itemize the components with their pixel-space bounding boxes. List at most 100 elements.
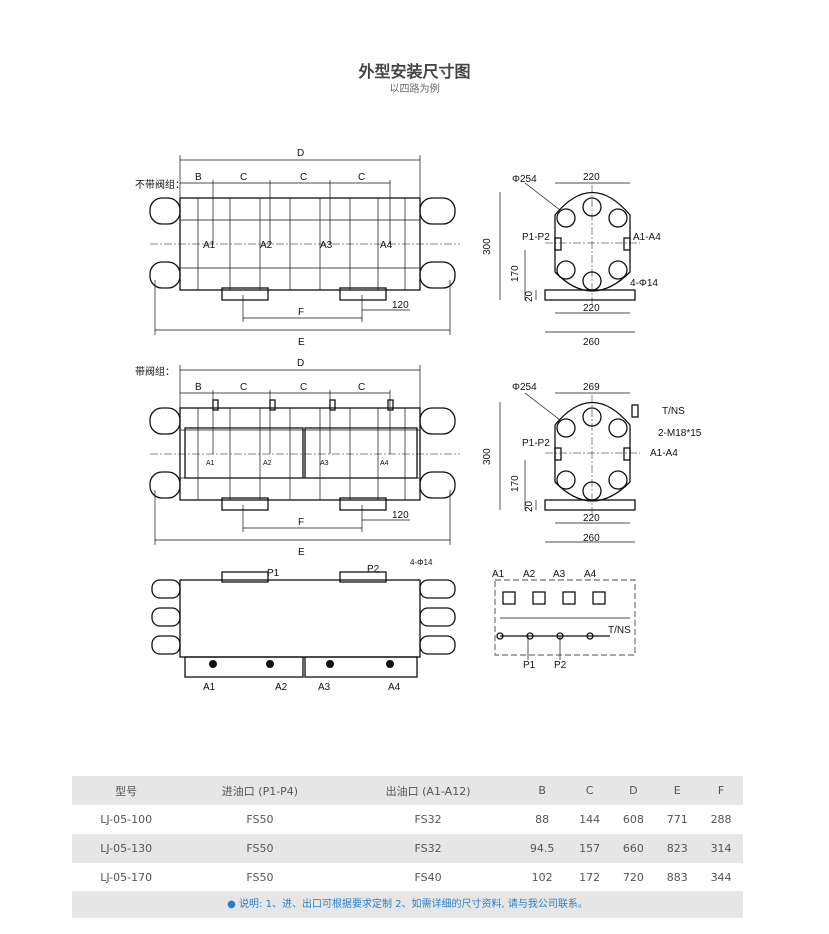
header-cell: E bbox=[655, 776, 700, 805]
dim-b: B bbox=[195, 382, 202, 393]
technical-drawing: 不带阀组： D B C C C F 120 E A1 A2 A3 A4 Φ254… bbox=[135, 148, 702, 693]
dim-c: C bbox=[300, 382, 307, 393]
cell: 823 bbox=[655, 834, 700, 863]
dim-c: C bbox=[240, 172, 247, 183]
port-label: A2 bbox=[260, 240, 273, 251]
cell: FS50 bbox=[246, 871, 274, 884]
header-cell: 进油口 (P1-P4) bbox=[180, 776, 340, 805]
dim-20: 20 bbox=[524, 290, 535, 302]
port-label: A4 bbox=[584, 569, 597, 580]
dim-170: 170 bbox=[510, 265, 521, 282]
port-label: P1 bbox=[267, 568, 280, 579]
view1-label: 不带阀组： bbox=[135, 178, 185, 191]
dim-170: 170 bbox=[510, 475, 521, 492]
p-ports-label: P1-P2 bbox=[522, 232, 550, 243]
port-label: P2 bbox=[367, 564, 380, 575]
port-label: A2 bbox=[523, 569, 536, 580]
dim-f: F bbox=[298, 307, 304, 318]
port-label: A4 bbox=[380, 240, 393, 251]
dim-300: 300 bbox=[482, 238, 493, 255]
dim-120: 120 bbox=[392, 300, 409, 311]
header-cell: D bbox=[611, 776, 656, 805]
cell: 288 bbox=[710, 813, 732, 826]
header-cell: 型号 bbox=[72, 776, 181, 805]
port-label: A4 bbox=[380, 460, 389, 467]
cell: LJ-05-100 bbox=[100, 813, 153, 826]
page-title: 外型安装尺寸图 bbox=[358, 62, 471, 81]
cell: LJ-05-170 bbox=[100, 871, 153, 884]
dim-dia: Φ254 bbox=[512, 382, 537, 393]
holes-label: 4-Φ14 bbox=[630, 278, 658, 289]
dim-e: E bbox=[298, 337, 305, 348]
port-label: A3 bbox=[320, 460, 329, 467]
dim-260: 260 bbox=[583, 533, 600, 544]
tns-label: T/NS bbox=[608, 625, 631, 636]
dim-220: 220 bbox=[583, 513, 600, 524]
table-header: 型号 进油口 (P1-P4) 出油口 (A1-A12) B C D E F bbox=[72, 776, 743, 805]
cell: 144 bbox=[579, 813, 601, 826]
header-cell: 出油口 (A1-A12) bbox=[339, 776, 517, 805]
port-label: A3 bbox=[318, 682, 331, 693]
port-label: A1 bbox=[203, 682, 216, 693]
port-label: A3 bbox=[553, 569, 566, 580]
cell: 660 bbox=[611, 834, 656, 863]
port-label: A3 bbox=[320, 240, 333, 251]
table-note: ● 说明: 1、进、出口可根据要求定制 2、如需详细的尺寸资料, 请与我公司联系… bbox=[72, 891, 743, 918]
port-label: A1 bbox=[492, 569, 505, 580]
cell: FS50 bbox=[246, 813, 274, 826]
dim-d: D bbox=[297, 358, 304, 369]
port-label: P1 bbox=[523, 660, 536, 671]
table-row: LJ-05-100 FS50 FS32 88 144 608 771 288 bbox=[72, 805, 743, 834]
port-label: A2 bbox=[275, 682, 288, 693]
port-label: A4 bbox=[388, 682, 401, 693]
dim-260: 260 bbox=[583, 337, 600, 348]
page-subtitle: 以四路为例 bbox=[389, 84, 440, 95]
cell: 314 bbox=[699, 834, 743, 863]
dim-20: 20 bbox=[524, 500, 535, 512]
holes-label: 4-Φ14 bbox=[410, 558, 433, 567]
p-ports-label: P1-P2 bbox=[522, 438, 550, 449]
port-label: P2 bbox=[554, 660, 567, 671]
cell: LJ-05-130 bbox=[72, 834, 181, 863]
view2-label: 带阀组： bbox=[135, 365, 175, 378]
cell: 344 bbox=[710, 871, 732, 884]
cell: 157 bbox=[567, 834, 612, 863]
cell: 94.5 bbox=[516, 834, 568, 863]
cell: 720 bbox=[622, 871, 644, 884]
cell: FS50 bbox=[180, 834, 340, 863]
header-cell: B bbox=[516, 776, 568, 805]
header-cell: F bbox=[699, 776, 743, 805]
dimensions-table: 型号 进油口 (P1-P4) 出油口 (A1-A12) B C D E F LJ… bbox=[72, 776, 743, 892]
dim-c: C bbox=[240, 382, 247, 393]
a-ports-label: A1-A4 bbox=[633, 232, 661, 243]
dim-220: 220 bbox=[583, 172, 600, 183]
dim-c: C bbox=[358, 172, 365, 183]
dim-f: F bbox=[298, 517, 304, 528]
cell: 883 bbox=[666, 871, 688, 884]
dim-220: 220 bbox=[583, 303, 600, 314]
cell: 102 bbox=[531, 871, 553, 884]
port-label: A2 bbox=[263, 460, 272, 467]
cell: FS32 bbox=[414, 813, 442, 826]
cell: 771 bbox=[666, 813, 688, 826]
dim-300: 300 bbox=[482, 448, 493, 465]
cell: 88 bbox=[535, 813, 550, 826]
port-label: A1 bbox=[206, 460, 215, 467]
header-cell: C bbox=[567, 776, 612, 805]
cell: FS40 bbox=[414, 871, 442, 884]
a-ports-label: A1-A4 bbox=[650, 448, 678, 459]
dim-c: C bbox=[358, 382, 365, 393]
port-label: A1 bbox=[203, 240, 216, 251]
cell: 608 bbox=[622, 813, 644, 826]
dim-e: E bbox=[298, 547, 305, 558]
dim-dia: Φ254 bbox=[512, 174, 537, 185]
cell: FS32 bbox=[339, 834, 517, 863]
dim-269: 269 bbox=[583, 382, 600, 393]
dim-120: 120 bbox=[392, 510, 409, 521]
thread-label: 2-M18*15 bbox=[658, 428, 702, 439]
dim-d: D bbox=[297, 148, 304, 159]
dim-c: C bbox=[300, 172, 307, 183]
